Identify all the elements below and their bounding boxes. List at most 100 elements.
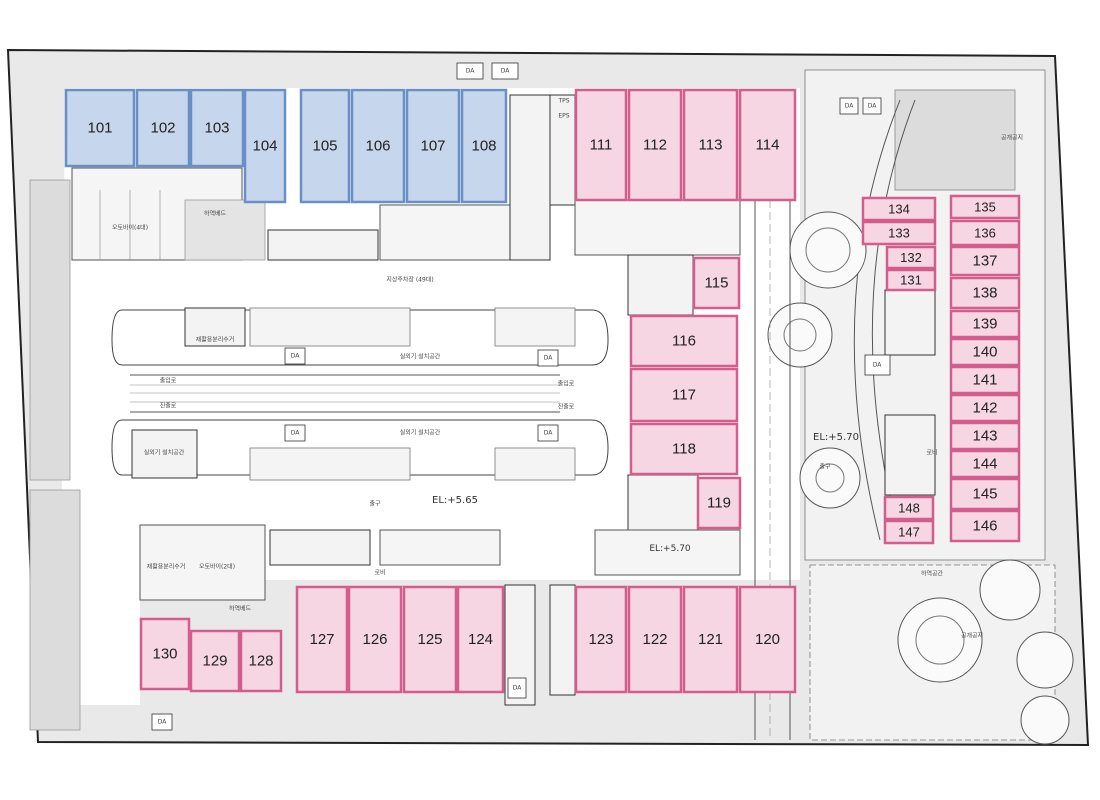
- unit-box[interactable]: [949, 337, 1021, 367]
- unit-label: 101: [87, 120, 112, 137]
- unit-box[interactable]: [692, 256, 741, 310]
- unit-139[interactable]: 139: [949, 309, 1021, 339]
- unit-107[interactable]: 107: [405, 88, 461, 204]
- unit-117[interactable]: 117: [629, 367, 739, 423]
- unit-131[interactable]: 131: [885, 268, 937, 292]
- unit-120[interactable]: 120: [738, 585, 797, 694]
- unit-box[interactable]: [574, 88, 628, 202]
- unit-label: 126: [362, 631, 387, 648]
- unit-box[interactable]: [949, 477, 1021, 511]
- unit-box[interactable]: [949, 365, 1021, 395]
- unit-124[interactable]: 124: [456, 585, 505, 694]
- unit-138[interactable]: 138: [949, 276, 1021, 310]
- unit-box[interactable]: [139, 617, 191, 691]
- unit-box[interactable]: [629, 314, 739, 368]
- unit-box[interactable]: [949, 509, 1021, 543]
- unit-128[interactable]: 128: [239, 629, 283, 693]
- unit-127[interactable]: 127: [295, 585, 349, 694]
- unit-101[interactable]: 101: [64, 88, 136, 168]
- unit-116[interactable]: 116: [629, 314, 739, 368]
- unit-106[interactable]: 106: [350, 88, 406, 204]
- unit-box[interactable]: [682, 585, 739, 694]
- unit-112[interactable]: 112: [627, 88, 683, 202]
- unit-box[interactable]: [135, 88, 191, 168]
- unit-box[interactable]: [627, 585, 683, 694]
- unit-125[interactable]: 125: [402, 585, 458, 694]
- unit-box[interactable]: [460, 88, 508, 204]
- unit-box[interactable]: [949, 194, 1021, 220]
- unit-115[interactable]: 115: [692, 256, 741, 310]
- unit-box[interactable]: [64, 88, 136, 168]
- unit-box[interactable]: [883, 519, 935, 545]
- unit-box[interactable]: [861, 220, 937, 246]
- unit-118[interactable]: 118: [629, 422, 739, 476]
- unit-box[interactable]: [629, 422, 739, 476]
- unit-130[interactable]: 130: [139, 617, 191, 691]
- unit-104[interactable]: 104: [243, 88, 287, 204]
- unit-label: 147: [898, 525, 920, 540]
- unit-134[interactable]: 134: [861, 196, 937, 222]
- unit-box[interactable]: [299, 88, 351, 204]
- unit-123[interactable]: 123: [574, 585, 628, 694]
- unit-box[interactable]: [885, 245, 937, 270]
- unit-box[interactable]: [243, 88, 287, 204]
- unit-111[interactable]: 111: [574, 88, 628, 202]
- unit-box[interactable]: [949, 276, 1021, 310]
- unit-box[interactable]: [574, 585, 628, 694]
- unit-box[interactable]: [629, 367, 739, 423]
- unit-box[interactable]: [885, 268, 937, 292]
- unit-132[interactable]: 132: [885, 245, 937, 270]
- unit-147[interactable]: 147: [883, 519, 935, 545]
- unit-box[interactable]: [402, 585, 458, 694]
- unit-box[interactable]: [738, 88, 797, 202]
- unit-148[interactable]: 148: [883, 495, 935, 521]
- unit-box[interactable]: [189, 88, 245, 168]
- unit-137[interactable]: 137: [949, 245, 1021, 277]
- unit-box[interactable]: [949, 309, 1021, 339]
- unit-102[interactable]: 102: [135, 88, 191, 168]
- unit-122[interactable]: 122: [627, 585, 683, 694]
- unit-box[interactable]: [405, 88, 461, 204]
- unit-133[interactable]: 133: [861, 220, 937, 246]
- unit-144[interactable]: 144: [949, 449, 1021, 479]
- unit-146[interactable]: 146: [949, 509, 1021, 543]
- unit-label: 131: [900, 273, 922, 288]
- unit-108[interactable]: 108: [460, 88, 508, 204]
- unit-135[interactable]: 135: [949, 194, 1021, 220]
- unit-box[interactable]: [949, 219, 1021, 247]
- unit-box[interactable]: [738, 585, 797, 694]
- da-label: DA: [291, 430, 301, 437]
- unit-box[interactable]: [239, 629, 283, 693]
- unit-114[interactable]: 114: [738, 88, 797, 202]
- unit-box[interactable]: [347, 585, 403, 694]
- unit-box[interactable]: [627, 88, 683, 202]
- unit-129[interactable]: 129: [189, 629, 241, 693]
- unit-box[interactable]: [696, 476, 742, 530]
- unit-145[interactable]: 145: [949, 477, 1021, 511]
- unit-box[interactable]: [949, 421, 1021, 451]
- unit-103[interactable]: 103: [189, 88, 245, 168]
- unit-label: 139: [972, 316, 997, 333]
- exit-label: 진출로: [160, 402, 177, 410]
- unit-box[interactable]: [949, 245, 1021, 277]
- unit-121[interactable]: 121: [682, 585, 739, 694]
- unit-141[interactable]: 141: [949, 365, 1021, 395]
- unit-126[interactable]: 126: [347, 585, 403, 694]
- unit-box[interactable]: [949, 449, 1021, 479]
- unit-box[interactable]: [861, 196, 937, 222]
- unit-143[interactable]: 143: [949, 421, 1021, 451]
- recycle-label: 재활용분리수거: [196, 336, 235, 344]
- unit-box[interactable]: [456, 585, 505, 694]
- unit-box[interactable]: [682, 88, 739, 202]
- unit-105[interactable]: 105: [299, 88, 351, 204]
- unit-113[interactable]: 113: [682, 88, 739, 202]
- unit-box[interactable]: [883, 495, 935, 521]
- unit-136[interactable]: 136: [949, 219, 1021, 247]
- unit-box[interactable]: [189, 629, 241, 693]
- unit-140[interactable]: 140: [949, 337, 1021, 367]
- unit-119[interactable]: 119: [696, 476, 742, 530]
- unit-box[interactable]: [350, 88, 406, 204]
- unit-142[interactable]: 142: [949, 393, 1021, 423]
- unit-box[interactable]: [949, 393, 1021, 423]
- unit-box[interactable]: [295, 585, 349, 694]
